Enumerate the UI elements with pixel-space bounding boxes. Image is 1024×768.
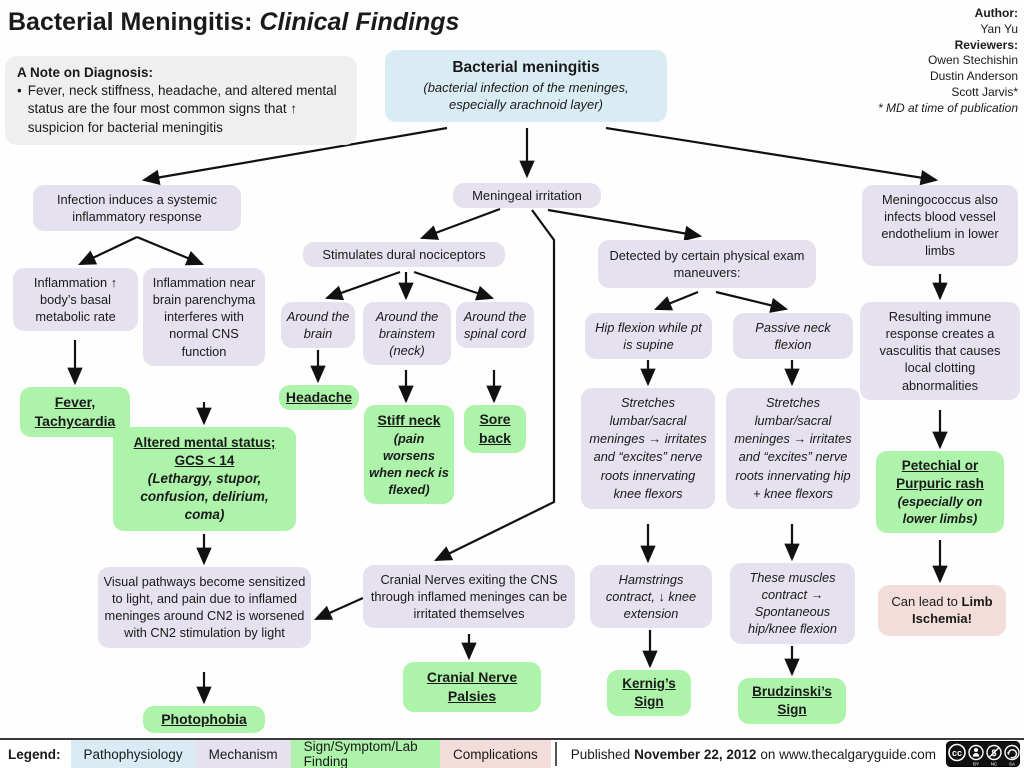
legend-item-mechanism: Mechanism	[195, 740, 291, 768]
reviewer-name: Scott Jarvis*	[951, 85, 1018, 100]
publication-info: Published November 22, 2012 on www.theca…	[561, 740, 946, 768]
node-subtitle: (Lethargy, stupor, confusion, delirium, …	[140, 471, 269, 523]
node-cranial-nerves: Cranial Nerves exiting the CNS through i…	[363, 565, 575, 629]
node-cranial-nerve-palsies: Cranial Nerve Palsies	[403, 662, 541, 712]
node-immune-vasculitis: Resulting immune response creates a vasc…	[860, 302, 1020, 400]
arrow-cranial-to-visual	[313, 596, 364, 621]
node-altered-mental-status: Altered mental status; GCS < 14 (Letharg…	[113, 427, 296, 532]
node-stiff-neck: Stiff neck (pain worsens when neck is fl…	[364, 405, 454, 505]
reviewer-name: Dustin Anderson	[929, 69, 1018, 84]
node-meningeal-irritation: Meningeal irritation	[453, 183, 601, 209]
node-brain-parenchyma: Inflammation near brain parenchyma inter…	[143, 268, 265, 366]
node-exam-maneuvers: Detected by certain physical exam maneuv…	[598, 240, 816, 289]
arrow-nociceptors-to-spinal	[413, 270, 495, 301]
svg-text:NC: NC	[991, 762, 998, 767]
arrow-meningeal-to-nociceptors	[419, 207, 501, 240]
node-kernigs-sign: Kernig’s Sign	[607, 670, 691, 717]
node-text-bold: Limb Ischemia!	[912, 594, 993, 627]
arrow-root-to-meningococcus	[605, 126, 939, 186]
bullet-marker: •	[17, 83, 22, 99]
author-name: Yan Yu	[980, 21, 1018, 36]
reviewers-label: Reviewers:	[954, 37, 1018, 52]
published-date: November 22, 2012	[634, 746, 757, 762]
node-limb-ischemia: Can lead to Limb Ischemia!	[878, 585, 1006, 636]
diagnosis-note-text: Fever, neck stiffness, headache, and alt…	[27, 83, 337, 135]
node-around-spinal-cord: Around the spinal cord	[456, 302, 534, 349]
node-brudzinskis-sign: Brudzinski’s Sign	[738, 678, 846, 725]
arrow-detected-to-neckflexion	[715, 290, 789, 313]
published-suffix: on www.thecalgaryguide.com	[760, 746, 936, 762]
node-around-brain: Around the brain	[281, 302, 355, 349]
arrow-meningeal-to-detected	[547, 208, 703, 241]
node-stretch-knee-flexors: Stretches lumbar/sacral meninges → irrit…	[581, 388, 715, 509]
node-stretch-hip-knee-flexors: Stretches lumbar/sacral meninges → irrit…	[726, 388, 860, 509]
node-metabolic-rate: Inflammation ↑ body’s basal metabolic ra…	[13, 268, 138, 332]
node-title: Petechial or Purpuric rash	[896, 458, 984, 492]
legend-bar: Legend: Pathophysiology Mechanism Sign/S…	[0, 738, 1024, 768]
svg-text:SA: SA	[1009, 762, 1015, 767]
diagnosis-note: A Note on Diagnosis: • Fever, neck stiff…	[5, 56, 357, 145]
node-around-brainstem: Around the brainstem (neck)	[363, 302, 451, 366]
legend-item-pathophysiology: Pathophysiology	[70, 740, 196, 768]
node-subtitle: (especially on lower limbs)	[897, 494, 983, 527]
node-passive-neck-flexion: Passive neck flexion	[733, 313, 853, 360]
node-muscles-contract: These muscles contract → Spontaneous hip…	[730, 563, 855, 644]
node-subtitle: (pain worsens when neck is flexed)	[369, 430, 449, 498]
credits-footnote: * MD at time of publication	[877, 100, 1018, 115]
node-photophobia: Photophobia	[143, 706, 265, 733]
reviewer-name: Owen Stechishin	[927, 53, 1018, 68]
node-dural-nociceptors: Stimulates dural nociceptors	[303, 242, 505, 268]
node-title: Stiff neck	[377, 412, 441, 428]
node-visual-pathways: Visual pathways become sensitized to lig…	[98, 567, 311, 648]
page-title-main: Bacterial Meningitis:	[8, 8, 253, 36]
page-title: Bacterial Meningitis: Clinical Findings	[8, 8, 459, 37]
node-title: Bacterial meningitis	[452, 59, 600, 76]
credits-block: Author: Yan Yu Reviewers: Owen Stechishi…	[843, 6, 1018, 117]
legend-item-complications: Complications	[439, 740, 551, 768]
node-text: Can lead to	[891, 594, 958, 609]
legend-divider	[554, 742, 557, 766]
node-sore-back: Sore back	[464, 405, 526, 453]
node-headache: Headache	[279, 385, 359, 410]
arrow-nociceptors-to-brain	[324, 270, 401, 301]
author-label: Author:	[974, 6, 1018, 20]
arrow-detected-to-hipflexion	[653, 290, 699, 311]
node-meningococcus: Meningococcus also infects blood vessel …	[862, 185, 1018, 266]
published-prefix: Published	[570, 746, 631, 762]
node-bacterial-meningitis: Bacterial meningitis (bacterial infectio…	[385, 50, 667, 122]
arrow-systemic-to-parenchyma	[136, 235, 205, 266]
page-title-sub: Clinical Findings	[259, 8, 460, 36]
cc-license-badge: cc $ BY NC SA	[946, 740, 1024, 768]
node-title: Altered mental status; GCS < 14	[133, 435, 276, 469]
svg-text:BY: BY	[973, 762, 979, 767]
svg-text:cc: cc	[952, 748, 962, 758]
cc-license-icon: cc $ BY NC SA	[946, 741, 1020, 767]
node-petechial-rash: Petechial or Purpuric rash (especially o…	[876, 451, 1004, 534]
node-systemic-inflammation: Infection induces a systemic inflammator…	[33, 185, 241, 232]
arrow-systemic-to-metabolic	[78, 236, 138, 265]
node-hamstrings-contract: Hamstrings contract, ↓ knee extension	[590, 565, 712, 629]
node-hip-flexion: Hip flexion while pt is supine	[585, 313, 712, 360]
legend-item-sign-symptom: Sign/Symptom/Lab Finding	[290, 739, 440, 768]
node-subtitle: (bacterial infection of the meninges, es…	[423, 79, 629, 113]
node-fever-tachycardia: Fever, Tachycardia	[20, 387, 130, 437]
legend-label: Legend:	[8, 746, 61, 762]
diagnosis-note-heading: A Note on Diagnosis:	[17, 65, 154, 80]
